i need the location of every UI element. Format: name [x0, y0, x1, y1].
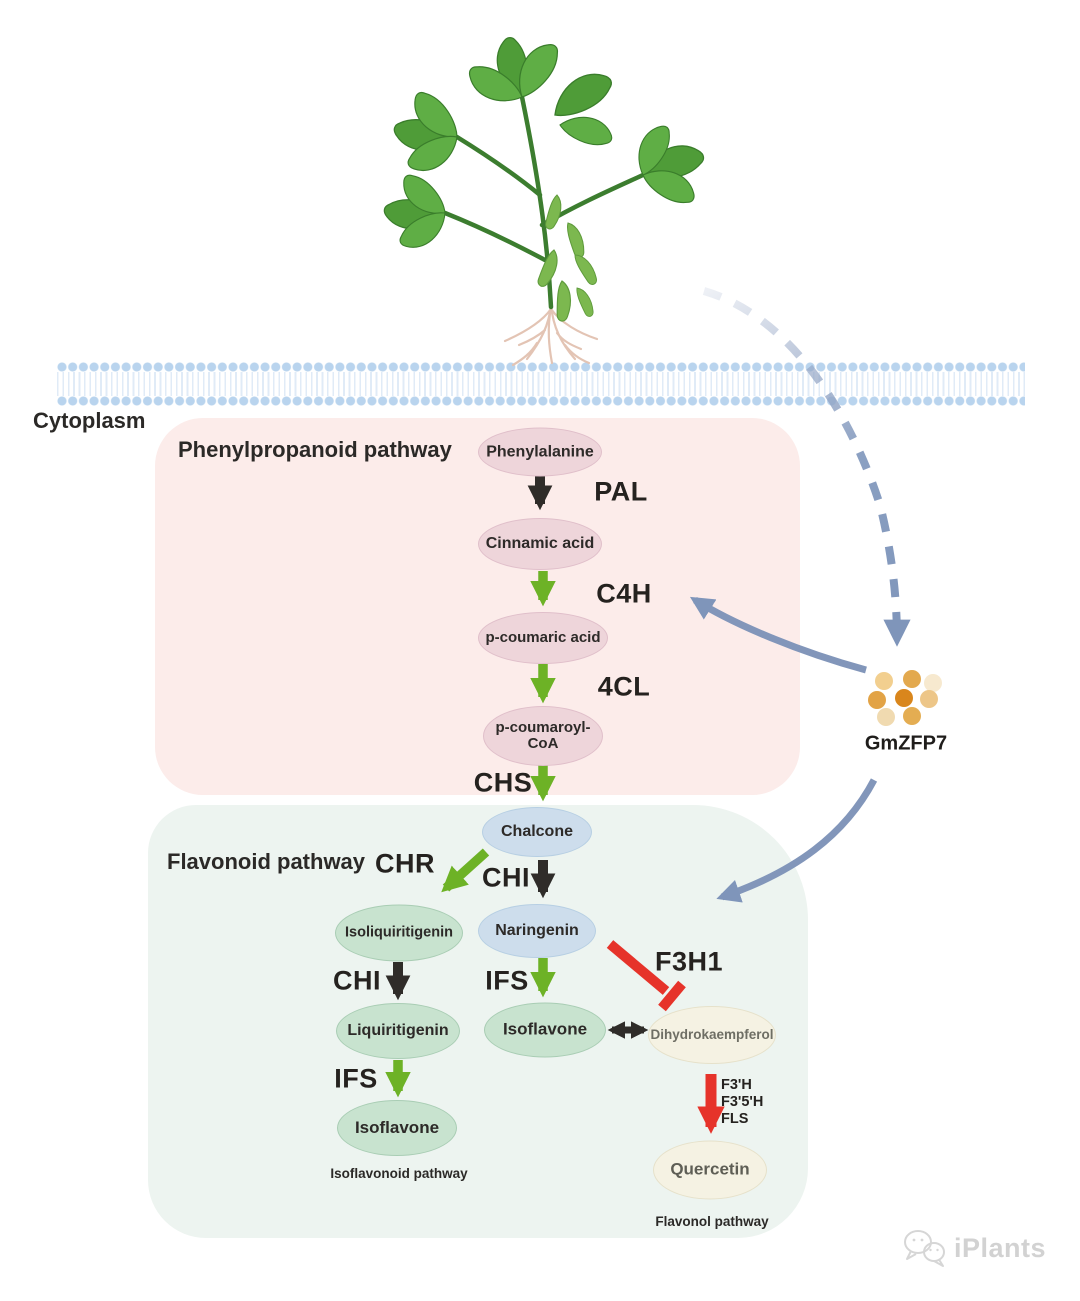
- cell-membrane: [57, 362, 1025, 406]
- node-label: Naringenin: [495, 922, 579, 940]
- node-isoliquiritigenin: Isoliquiritigenin: [335, 904, 463, 962]
- gmzfp7-protein-dots: [868, 670, 942, 726]
- node-label: Liquiritigenin: [347, 1022, 449, 1040]
- enzyme-chi-left: CHI: [333, 965, 381, 996]
- enzyme-pal: PAL: [594, 476, 648, 507]
- node-label: Isoliquiritigenin: [345, 924, 453, 941]
- node-label: p-coumaric acid: [485, 628, 601, 646]
- phenylpropanoid-title: Phenylpropanoid pathway: [178, 437, 452, 462]
- enzyme-chr: CHR: [375, 848, 435, 879]
- wechat-icon: [904, 1230, 945, 1267]
- enzyme-c4h: C4H: [596, 578, 652, 609]
- node-label: Isoflavone: [354, 1117, 440, 1137]
- soybean-plant-illustration: [382, 34, 708, 367]
- cytoplasm-label: Cytoplasm: [33, 408, 146, 433]
- node-isoflavone-mid: Isoflavone: [484, 1002, 606, 1058]
- enzyme-chs: CHS: [473, 767, 533, 798]
- flavonoid-title: Flavonoid pathway: [167, 849, 366, 874]
- node-label: CoA: [527, 735, 559, 752]
- enzyme-ifs-mid: IFS: [485, 965, 529, 996]
- node-chalcone: Chalcone: [482, 807, 592, 857]
- flavonol-caption: Flavonol pathway: [655, 1214, 769, 1229]
- iplants-watermark: iPlants: [902, 1228, 1046, 1268]
- enzyme-4cl: 4CL: [597, 671, 651, 702]
- node-label: Cinnamic acid: [485, 535, 595, 553]
- node-p-coumaroyl-coa: p-coumaroyl- CoA: [483, 706, 603, 766]
- plant-roots: [503, 303, 599, 367]
- node-label: Dihydrokaempferol: [650, 1026, 774, 1042]
- node-label: Isoflavone: [502, 1019, 588, 1039]
- enzyme-flavonol-stack: F3'H F3'5'H FLS: [721, 1077, 763, 1128]
- node-p-coumaric-acid: p-coumaric acid: [478, 612, 608, 664]
- node-label: Quercetin: [670, 1159, 750, 1179]
- enzyme-ifs-left: IFS: [334, 1063, 378, 1094]
- enzyme-f3p5ph: F3'5'H: [721, 1094, 764, 1110]
- watermark-text: iPlants: [954, 1232, 1047, 1263]
- isoflavonoid-caption: Isoflavonoid pathway: [330, 1166, 468, 1181]
- node-phenylalanine: Phenylalanine: [478, 427, 602, 477]
- node-isoflavone-left: Isoflavone: [337, 1100, 457, 1156]
- plant-leaves: [382, 34, 708, 256]
- node-dihydrokaempferol: Dihydrokaempferol: [648, 1006, 776, 1064]
- enzyme-f3ph: F3'H: [721, 1077, 752, 1093]
- node-naringenin: Naringenin: [478, 904, 596, 958]
- node-quercetin: Quercetin: [653, 1140, 767, 1200]
- enzyme-f3h1: F3H1: [654, 946, 724, 977]
- node-label: Phenylalanine: [486, 443, 594, 461]
- node-cinnamic-acid: Cinnamic acid: [478, 518, 602, 570]
- enzyme-fls: FLS: [721, 1111, 749, 1127]
- node-label: Chalcone: [500, 823, 573, 841]
- plant-pods: [533, 193, 600, 323]
- enzyme-chi-top: CHI: [482, 862, 530, 893]
- plant-stems: [442, 94, 646, 310]
- node-liquiritigenin: Liquiritigenin: [336, 1003, 460, 1059]
- node-label: p-coumaroyl-: [495, 718, 591, 736]
- gmzfp7-label: GmZFP7: [864, 732, 948, 755]
- phenylpropanoid-pathway-box: [155, 418, 800, 795]
